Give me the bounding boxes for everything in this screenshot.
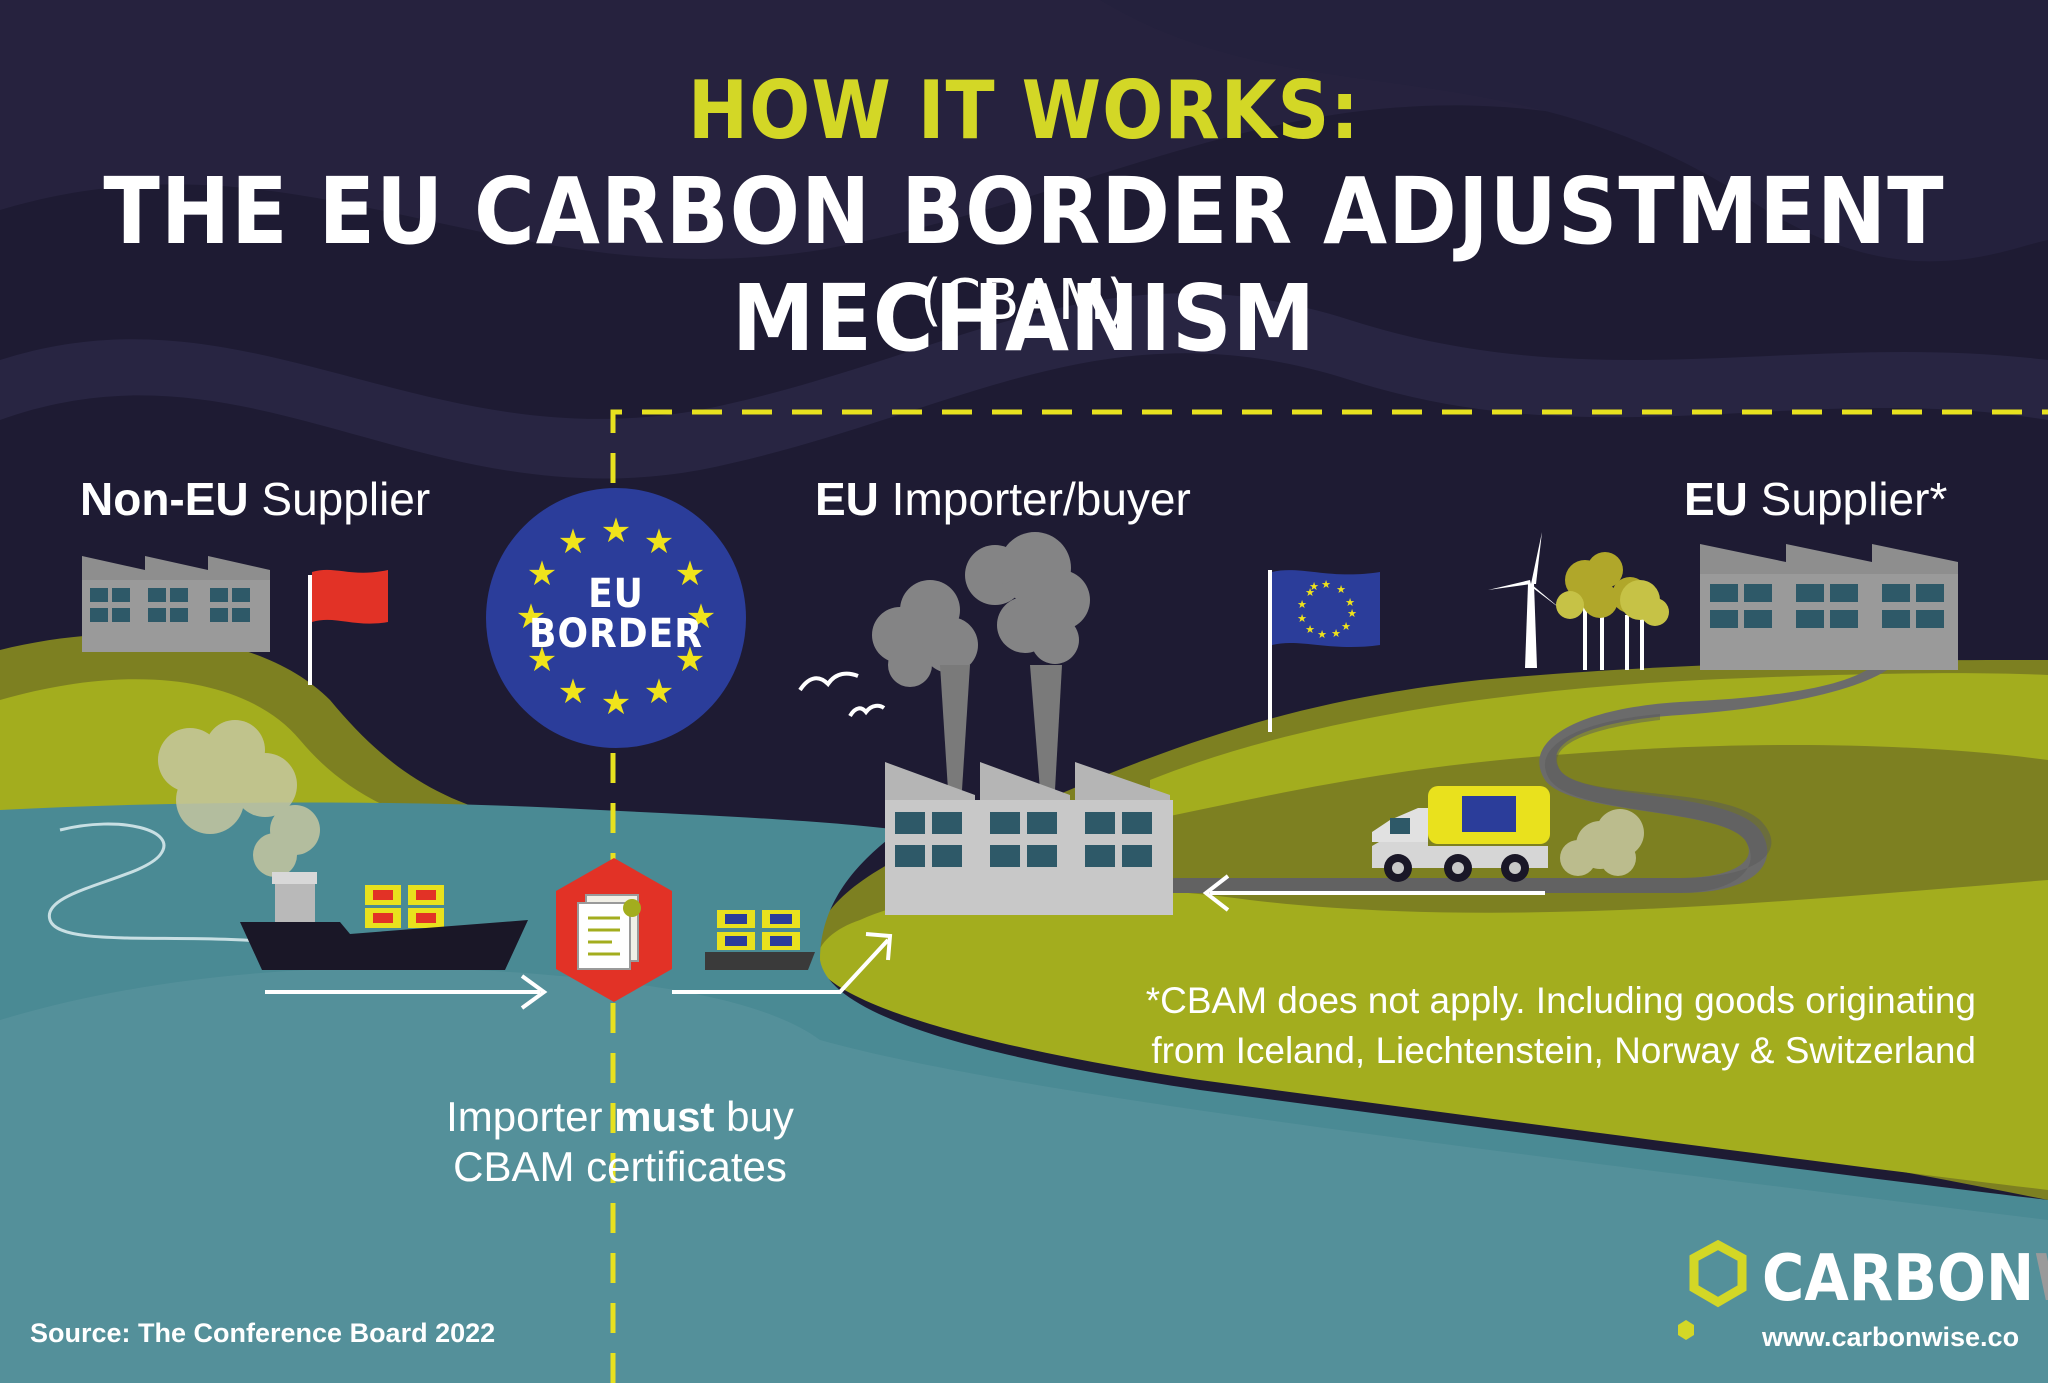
svg-text:★: ★ xyxy=(1297,598,1307,611)
eu-importer-factory-icon xyxy=(872,532,1173,915)
brand-name-part1: CARBON xyxy=(1762,1242,2035,1316)
svg-text:★: ★ xyxy=(675,554,705,594)
svg-text:★: ★ xyxy=(601,683,631,723)
eu-supplier-factory-icon xyxy=(1700,544,1958,670)
source-credit: Source: The Conference Board 2022 xyxy=(30,1318,496,1348)
svg-text:★: ★ xyxy=(1309,580,1319,593)
svg-text:★: ★ xyxy=(1305,586,1315,599)
barge-icon xyxy=(705,910,815,970)
caption-bold: must xyxy=(614,1093,715,1140)
non-eu-factory-icon xyxy=(82,556,270,652)
arrow-icon xyxy=(672,932,893,994)
svg-text:★: ★ xyxy=(1297,612,1307,625)
note-line1: *CBAM does not apply. Including goods or… xyxy=(1145,980,1976,1021)
eu-border-badge-line2: BORDER xyxy=(529,611,703,657)
svg-text:★: ★ xyxy=(527,554,557,594)
carbonwise-logo-icon xyxy=(1678,1239,1747,1340)
bird-icon xyxy=(798,671,886,718)
svg-text:★: ★ xyxy=(1347,607,1357,620)
eu-supplier-label-rest: Supplier* xyxy=(1747,473,1948,525)
non-eu-supplier-label-rest: Supplier xyxy=(248,473,431,525)
svg-text:★: ★ xyxy=(516,597,546,637)
arrow-icon xyxy=(265,974,548,1010)
road xyxy=(1170,668,1890,893)
title-kicker: HOW IT WORKS: xyxy=(687,64,1361,157)
brand-name-part2: WISE xyxy=(2034,1242,2048,1316)
eu-border-badge-text: EU BORDER xyxy=(488,574,744,654)
brand-name: CARBONWISE xyxy=(1762,1242,2048,1316)
certificate-icon xyxy=(556,858,672,1002)
eu-border-badge-icon: ★★★★★★ ★★★★★★ xyxy=(486,488,746,748)
caption-post: buy xyxy=(714,1093,794,1140)
eu-importer-label-rest: Importer/buyer xyxy=(878,473,1191,525)
note-line2: from Iceland, Liechtenstein, Norway & Sw… xyxy=(1151,1030,1976,1071)
eu-supplier-label: EU Supplier* xyxy=(1684,472,1947,526)
svg-text:★: ★ xyxy=(644,522,674,562)
truck-icon xyxy=(1372,786,1644,882)
svg-text:★: ★ xyxy=(1336,583,1346,596)
cargo-ship-icon xyxy=(240,872,528,970)
certificate-caption-line1: Importer must buy xyxy=(410,1092,830,1142)
svg-text:★: ★ xyxy=(601,511,631,551)
eu-border-badge-line1: EU xyxy=(588,571,644,617)
brand-url: www.carbonwise.co xyxy=(1762,1322,2020,1352)
title-abbreviation: (CBAM) xyxy=(920,268,1128,333)
caption-pre: Importer xyxy=(446,1093,615,1140)
svg-text:★: ★ xyxy=(1341,620,1351,633)
svg-text:★: ★ xyxy=(1317,628,1327,641)
tree-icon xyxy=(1556,552,1669,670)
svg-text:★: ★ xyxy=(558,672,588,712)
svg-text:★: ★ xyxy=(675,640,705,680)
eu-importer-label-bold: EU xyxy=(815,473,879,525)
svg-text:★: ★ xyxy=(1321,578,1331,591)
wind-turbine-icon xyxy=(1488,532,1562,668)
svg-text:★: ★ xyxy=(644,672,674,712)
eu-supplier-label-bold: EU xyxy=(1684,473,1748,525)
certificate-caption-line2: CBAM certificates xyxy=(453,1143,787,1190)
svg-text:★: ★ xyxy=(558,522,588,562)
ship-smoke xyxy=(158,720,320,877)
svg-text:★: ★ xyxy=(1345,596,1355,609)
eu-flag-icon: ★★★★★★ ★★★★★★ xyxy=(1268,570,1380,732)
non-eu-supplier-label: Non-EU Supplier xyxy=(80,472,430,526)
arrow-icon xyxy=(1202,874,1545,912)
certificate-caption: Importer must buy CBAM certificates xyxy=(410,1092,830,1192)
svg-text:★: ★ xyxy=(1331,627,1341,640)
page-title: THE EU CARBON BORDER ADJUSTMENT MECHANIS… xyxy=(103,158,1945,372)
svg-text:★: ★ xyxy=(527,640,557,680)
eu-border-line xyxy=(610,409,2048,1383)
non-eu-supplier-label-bold: Non-EU xyxy=(80,473,249,525)
cbam-exemption-note: *CBAM does not apply. Including goods or… xyxy=(1146,976,1976,1076)
svg-text:★: ★ xyxy=(686,597,716,637)
svg-text:★: ★ xyxy=(1305,623,1315,636)
red-flag-icon xyxy=(308,569,388,685)
eu-importer-label: EU Importer/buyer xyxy=(815,472,1191,526)
